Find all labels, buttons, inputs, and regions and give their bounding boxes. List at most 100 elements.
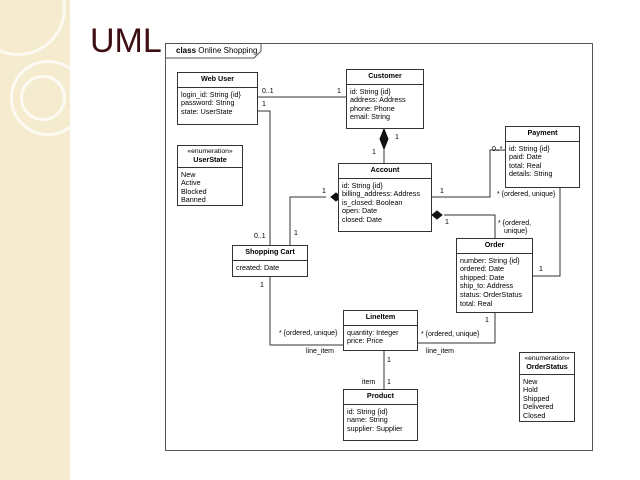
multiplicity-label: 1: [322, 188, 326, 195]
class-attributes: quantity: Integer price: Price: [344, 326, 417, 348]
attribute: is_closed: Boolean: [342, 197, 403, 207]
class-name: LineItem: [344, 311, 417, 326]
enum-literal: New: [523, 376, 538, 386]
enum-literal: Shipped: [523, 393, 550, 403]
attribute: total: Real: [509, 160, 542, 170]
multiplicity-label: 1: [440, 188, 444, 195]
frame-keyword: class: [176, 46, 197, 55]
role-label: line_item: [426, 348, 455, 355]
class-stereotype: «enumeration»: [524, 355, 570, 362]
attribute: supplier: Supplier: [347, 423, 403, 433]
constraint-label: * {ordered,: [498, 220, 532, 227]
slide-title: UML: [90, 22, 162, 60]
class-attributes: created: Date: [233, 261, 307, 275]
multiplicity-label: 1: [337, 88, 341, 95]
assoc-account-payment: [432, 149, 505, 198]
enum-literal: Blocked: [181, 186, 207, 196]
class-name: Account: [339, 164, 431, 179]
attribute: ordered: Date: [460, 264, 504, 274]
assoc-payment-order: [533, 188, 561, 277]
class-name: UserState: [193, 155, 227, 164]
attribute: paid: Date: [509, 152, 542, 162]
multiplicity-label: 1: [372, 149, 376, 156]
enum-literals: New Hold Shipped Delivered Closed: [520, 375, 574, 423]
class-order-status: «enumeration» OrderStatus New Hold Shipp…: [519, 352, 575, 422]
class-name: Shopping Cart: [233, 246, 307, 261]
class-stereotype: «enumeration»: [187, 148, 233, 155]
attribute: number: String {id}: [460, 255, 520, 265]
attribute: created: Date: [236, 262, 280, 272]
class-name: Payment: [506, 127, 579, 142]
class-attributes: id: String {id} name: String supplier: S…: [344, 405, 417, 436]
decorative-swirl: [10, 60, 86, 136]
class-header: «enumeration» OrderStatus: [520, 353, 574, 375]
attribute: closed: Date: [342, 214, 382, 224]
diagram-frame: class Online Shopping: [165, 43, 593, 451]
frame-tab: class Online Shopping: [166, 44, 267, 58]
enum-literal: Banned: [181, 195, 206, 205]
multiplicity-label: 0..*: [492, 146, 503, 153]
assoc-webuser-cart: [258, 110, 271, 245]
class-attributes: id: String {id} paid: Date total: Real d…: [506, 142, 579, 181]
class-account: Account id: String {id} billing_address:…: [338, 163, 432, 232]
class-customer: Customer id: String {id} address: Addres…: [346, 69, 424, 129]
class-name: Order: [457, 239, 532, 254]
attribute: open: Date: [342, 206, 378, 216]
multiplicity-label: 1: [260, 282, 264, 289]
attribute: id: String {id}: [342, 180, 383, 190]
enum-literal: New: [181, 169, 196, 179]
attribute: email: String: [350, 112, 390, 122]
constraint-label: unique}: [504, 228, 528, 235]
constraint-label: * {ordered, unique}: [421, 331, 480, 338]
attribute: name: String: [347, 415, 388, 425]
class-name: Web User: [178, 73, 257, 88]
attribute: state: UserState: [181, 106, 233, 116]
attribute: id: String {id}: [347, 406, 388, 416]
attribute: price: Price: [347, 336, 383, 346]
constraint-label: * {ordered, unique}: [279, 330, 338, 337]
decorative-side-panel: [0, 0, 86, 480]
attribute: id: String {id}: [350, 86, 391, 96]
multiplicity-label: 1: [387, 357, 391, 364]
class-attributes: login_id: String {id} password: String s…: [178, 88, 257, 119]
class-name: Customer: [347, 70, 423, 85]
class-attributes: number: String {id} ordered: Date shippe…: [457, 254, 532, 311]
role-label: item: [362, 379, 376, 386]
class-header: «enumeration» UserState: [178, 146, 242, 168]
class-web-user: Web User login_id: String {id} password:…: [177, 72, 258, 125]
attribute: shipped: Date: [460, 272, 505, 282]
class-name: OrderStatus: [526, 362, 568, 371]
class-name: Product: [344, 390, 417, 405]
attribute: address: Address: [350, 95, 406, 105]
multiplicity-label: 1: [485, 317, 489, 324]
multiplicity-label: 0..1: [262, 88, 274, 95]
multiplicity-label: 1: [539, 266, 543, 273]
multiplicity-label: 1: [294, 230, 298, 237]
assoc-account-cart: [289, 196, 326, 245]
assoc-account-order: [444, 214, 496, 238]
frame-tab-outline: [166, 44, 262, 59]
class-shopping-cart: Shopping Cart created: Date: [232, 245, 308, 277]
enum-literals: New Active Blocked Banned: [178, 168, 242, 207]
attribute: ship_to: Address: [460, 281, 514, 291]
class-line-item: LineItem quantity: Integer price: Price: [343, 310, 418, 351]
attribute: total: Real: [460, 298, 493, 308]
class-attributes: id: String {id} address: Address phone: …: [347, 85, 423, 124]
composition-diamond-customer: [379, 127, 389, 151]
enum-literal: Active: [181, 178, 201, 188]
attribute: phone: Phone: [350, 103, 395, 113]
multiplicity-label: 1: [262, 101, 266, 108]
class-payment: Payment id: String {id} paid: Date total…: [505, 126, 580, 188]
composition-diamond-account-order: [431, 210, 443, 220]
multiplicity-label: 0..1: [254, 233, 266, 240]
constraint-label: * {ordered, unique}: [497, 191, 556, 198]
class-product: Product id: String {id} name: String sup…: [343, 389, 418, 441]
multiplicity-label: 1: [387, 379, 391, 386]
enum-literal: Hold: [523, 385, 538, 395]
class-user-state: «enumeration» UserState New Active Block…: [177, 145, 243, 206]
class-attributes: id: String {id} billing_address: Address…: [339, 179, 431, 227]
attribute: billing_address: Address: [342, 189, 420, 199]
multiplicity-label: 1: [445, 219, 449, 226]
class-order: Order number: String {id} ordered: Date …: [456, 238, 533, 313]
